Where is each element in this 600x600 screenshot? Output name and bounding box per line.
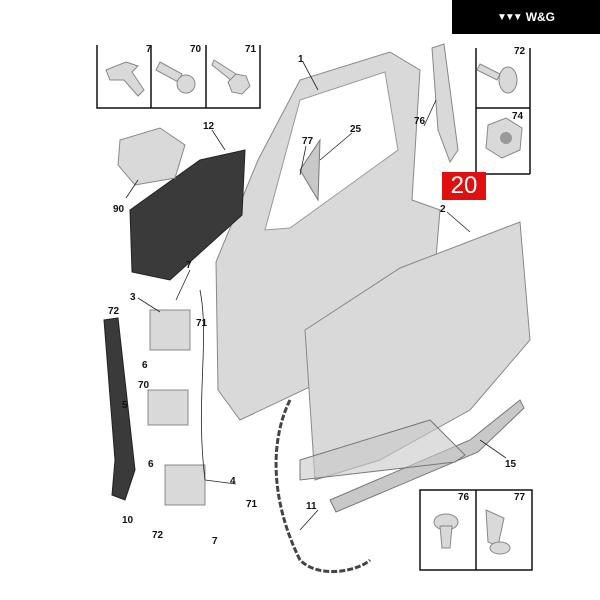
inset-label: 70 [190,44,202,55]
nut-thread-icon [500,132,512,144]
callout-6: 6 [148,459,154,470]
callout-71: 71 [246,499,258,510]
washer-icon [498,66,518,94]
clip-icon [105,61,145,97]
leader-lines [125,61,507,531]
inset-bottom-right: 76 77 [419,489,533,571]
pillar-trim [103,317,136,501]
sill-moulding [329,399,525,513]
inset-label: 77 [514,492,526,503]
callout-72: 72 [108,306,120,317]
screw-icon [485,509,505,547]
callout-15: 15 [505,459,517,470]
bolt-icon [476,63,501,81]
pillar-strip [431,43,459,164]
callout-76: 76 [414,116,426,127]
inset-label: 71 [245,44,257,55]
callout-10: 10 [122,515,134,526]
inner-panel [129,149,246,281]
callout-4: 4 [230,476,236,487]
callout-71: 71 [196,318,208,329]
callout-5: 5 [122,400,128,411]
inset-top-right: 72 74 [475,46,531,175]
inset-top-left: 7 70 71 [96,44,261,109]
upper-hinge [149,309,191,351]
screw-head-icon [176,74,196,94]
callout-2: 2 [440,204,446,215]
callout-1: 1 [298,54,304,65]
screw-head-icon [489,541,511,555]
callout-72: 72 [152,530,164,541]
callout-70: 70 [138,380,150,391]
callout-7: 7 [212,536,218,547]
check-strap [147,389,189,426]
module [117,127,186,186]
inset-label: 76 [458,492,470,503]
window-opening [264,71,399,231]
callout-6: 6 [142,360,148,371]
cable [199,289,206,481]
inset-label: 7 [146,44,152,55]
brand-name: W&G [525,10,556,24]
callout-25: 25 [350,124,362,135]
callout-77: 77 [302,136,314,147]
inset-label: 74 [512,111,524,122]
lower-hinge [164,464,206,506]
inset-label: 72 [514,46,526,57]
callout-11: 11 [306,501,317,512]
callout-12: 12 [203,121,215,132]
lower-moulding [299,419,466,481]
push-clip-stem-icon [439,525,453,549]
triangle-trim [299,138,321,202]
brand-banner: ▼▼▼ W&G [452,0,600,34]
highlight-badge: 20 [442,172,486,200]
callout-3: 3 [130,292,136,303]
callout-7: 7 [186,260,192,271]
brand-logo-icon: ▼▼▼ [496,11,523,23]
callouts: 1 2 3 4 5 6 6 7 7 10 11 12 15 25 70 71 7… [108,54,517,547]
weatherstrip [274,399,372,574]
callout-90: 90 [113,204,125,215]
hex-head-icon [227,73,251,95]
